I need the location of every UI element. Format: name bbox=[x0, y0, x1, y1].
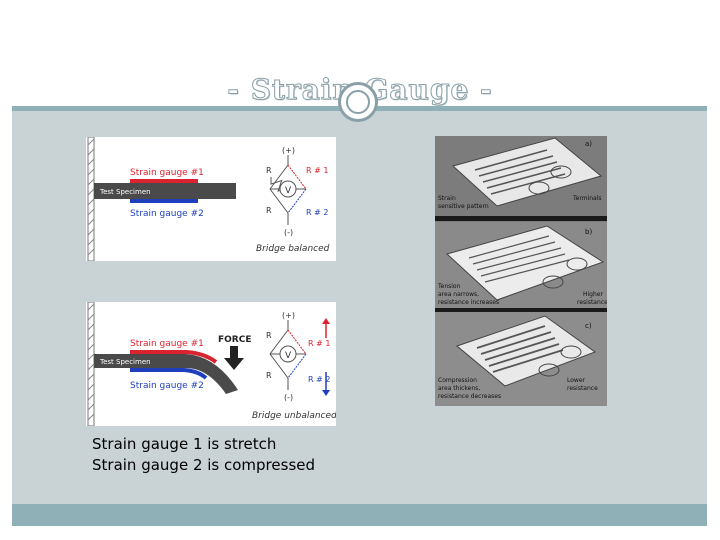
title-ornament-icon bbox=[338, 82, 378, 122]
bridge-unbalanced-diagram: Test Specimen Strain gauge #1 Strain gau… bbox=[87, 301, 337, 427]
resistor-r-label-top: R bbox=[266, 331, 272, 340]
plus-terminal-label: (+) bbox=[282, 146, 295, 155]
figure-bridge-unbalanced: Test Specimen Strain gauge #1 Strain gau… bbox=[86, 301, 337, 427]
panel-c-letter: c) bbox=[585, 322, 592, 330]
voltmeter-label: V bbox=[285, 186, 292, 196]
panel-c-label-left-2: area thickens, bbox=[438, 385, 480, 392]
panel-a-label-left-1: Strain bbox=[438, 195, 456, 202]
panel-b-label-right-2: resistance bbox=[577, 299, 607, 306]
gauge1-label: Strain gauge #1 bbox=[130, 168, 204, 178]
minus-terminal-label: (-) bbox=[284, 393, 293, 402]
gauge2-label: Strain gauge #2 bbox=[130, 209, 204, 219]
panel-c-label-left-1: Compression bbox=[438, 377, 477, 384]
strain-gauge-2 bbox=[130, 368, 208, 380]
gauge1-label: Strain gauge #1 bbox=[130, 339, 204, 349]
panel-b-letter: b) bbox=[585, 228, 592, 236]
voltmeter-label: V bbox=[285, 351, 292, 361]
r1-label: R # 1 bbox=[306, 166, 328, 175]
voltmeter-icon bbox=[279, 345, 297, 363]
caption-line-1: Strain gauge 1 is stretch bbox=[92, 435, 277, 453]
panel-c-label-left-3: resistance decreases bbox=[438, 393, 501, 400]
specimen-label: Test Specimen bbox=[99, 188, 151, 196]
footer-bar bbox=[12, 504, 707, 526]
force-label: FORCE bbox=[218, 335, 251, 345]
r2-label: R # 2 bbox=[306, 208, 328, 217]
specimen-label: Test Specimen bbox=[99, 358, 151, 366]
panel-b-label-right-1: Higher bbox=[583, 291, 603, 298]
bridge-balanced-diagram: Test Specimen Strain gauge #1 Strain gau… bbox=[87, 136, 330, 262]
minus-terminal-label: (-) bbox=[284, 228, 293, 237]
panel-c-label-right-2: resistance bbox=[567, 385, 598, 392]
panel-c-label-right-1: Lower bbox=[567, 377, 586, 384]
test-specimen-bent bbox=[94, 354, 238, 394]
bridge-status-label: Bridge balanced bbox=[256, 244, 330, 254]
strain-gauge-illustration: a) Strain sensitive pattern Terminals b)… bbox=[435, 136, 608, 406]
strain-gauge-2 bbox=[130, 199, 198, 203]
figure-bridge-balanced: Test Specimen Strain gauge #1 Strain gau… bbox=[86, 136, 336, 262]
bridge-status-label: Bridge unbalanced bbox=[252, 411, 336, 421]
gauge-c-substrate bbox=[455, 315, 597, 387]
force-arrow-icon bbox=[224, 346, 244, 370]
test-specimen-bar bbox=[94, 183, 236, 199]
panel-a-label-left-2: sensitive pattern bbox=[438, 203, 489, 210]
panel-b-label-left-2: area narrows, bbox=[438, 291, 479, 298]
resistor-r-label-bottom: R bbox=[266, 206, 272, 215]
strain-gauge-1 bbox=[130, 350, 218, 364]
resistor-r-label-top: R bbox=[266, 166, 272, 175]
r1-label: R # 1 bbox=[308, 339, 330, 348]
gauge-a-substrate bbox=[451, 137, 603, 207]
gauge2-label: Strain gauge #2 bbox=[130, 381, 204, 391]
panel-a-label-right: Terminals bbox=[572, 195, 601, 202]
panel-b-label-left-1: Tension bbox=[437, 283, 461, 290]
panel-b-label-left-3: resistance increases bbox=[438, 299, 499, 306]
voltmeter-icon bbox=[279, 180, 297, 198]
strain-gauge-1 bbox=[130, 179, 198, 183]
strain-gauge-photo-panel: a) Strain sensitive pattern Terminals b)… bbox=[435, 136, 608, 406]
plus-terminal-label: (+) bbox=[282, 311, 295, 320]
resistor-r-label-bottom: R bbox=[266, 371, 272, 380]
caption-line-2: Strain gauge 2 is compressed bbox=[92, 456, 316, 474]
slide-caption: Strain gauge 1 is stretch Strain gauge 2… bbox=[92, 434, 315, 476]
panel-a-letter: a) bbox=[585, 140, 592, 148]
r2-label: R # 2 bbox=[308, 375, 330, 384]
